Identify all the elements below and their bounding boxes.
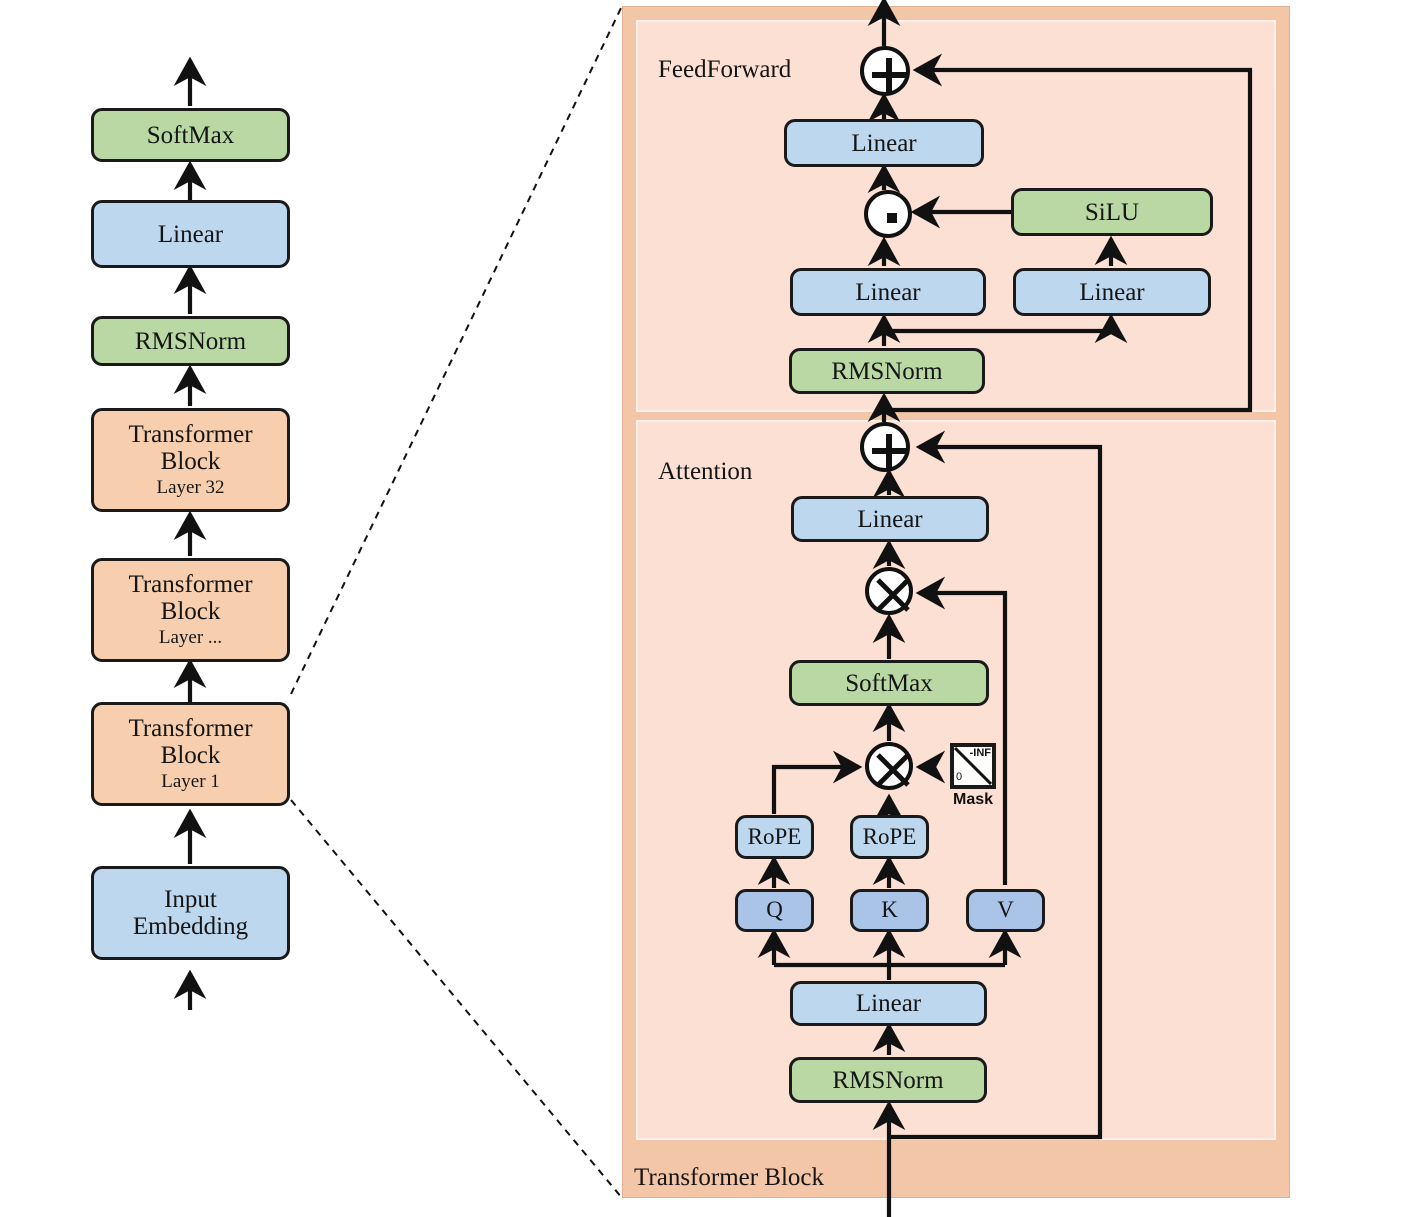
node-label: K [881,897,898,923]
stack-node-softmax[interactable]: SoftMax [91,108,290,162]
attn-matmul-qk-operator [865,742,913,790]
ff-silu[interactable]: SiLU [1011,188,1213,236]
feedforward-section-label: FeedForward [658,56,792,83]
node-sublabel: Layer 32 [156,477,225,499]
attn-add-operator [860,422,910,472]
node-label: Q [766,897,783,923]
stack-node-linear[interactable]: Linear [91,200,290,268]
ff-add-operator [860,46,910,96]
mask-label: Mask [952,791,994,808]
ff-linear-up[interactable]: Linear [1013,268,1211,316]
attn-matmul-av-operator [865,567,913,615]
attn-softmax[interactable]: SoftMax [789,660,989,706]
node-label: SoftMax [146,121,235,149]
attn-rope-q[interactable]: RoPE [735,815,814,859]
ff-linear-gate[interactable]: Linear [790,268,986,316]
stack-node-transformer-block-1[interactable]: Transformer Block Layer 1 [91,702,290,806]
node-label: Linear [855,990,922,1017]
node-sublabel: Layer ... [158,627,223,649]
node-label: RMSNorm [832,1066,944,1094]
node-label: Linear [1079,278,1145,306]
ff-linear-out[interactable]: Linear [784,119,984,167]
node-label: Transformer Block [128,571,253,626]
attention-section-label: Attention [658,458,753,485]
node-label: SiLU [1084,198,1140,226]
node-label: Input Embedding [132,886,249,940]
node-label: Linear [157,220,224,248]
node-label: SoftMax [845,669,933,697]
node-label: Transformer Block [128,715,253,770]
mask-upper-value: -INF [969,747,991,759]
node-label: Linear [851,129,917,157]
node-label: RMSNorm [831,357,943,385]
stack-node-rmsnorm[interactable]: RMSNorm [91,316,290,366]
attn-v[interactable]: V [966,889,1045,932]
node-label: V [997,897,1014,923]
transformer-block-panel-label: Transformer Block [634,1164,825,1191]
attn-q[interactable]: Q [735,889,814,932]
mask-lower-value: 0 [956,771,963,783]
node-label: RoPE [747,823,802,849]
stack-node-transformer-block-dots[interactable]: Transformer Block Layer ... [91,558,290,662]
attn-linear-out[interactable]: Linear [791,496,989,542]
ff-elementwise-product-operator [864,190,912,238]
attn-rope-k[interactable]: RoPE [850,815,929,859]
stack-node-input-embedding[interactable]: Input Embedding [91,866,290,960]
node-label: RoPE [862,823,917,849]
ff-rmsnorm[interactable]: RMSNorm [789,348,985,394]
mask-icon: -INF 0 [950,743,996,789]
node-label: Linear [857,505,923,533]
attn-k[interactable]: K [850,889,929,932]
attn-rmsnorm[interactable]: RMSNorm [789,1057,987,1103]
node-label: Linear [855,278,921,306]
node-label: RMSNorm [134,327,247,355]
node-label: Transformer Block [128,421,253,476]
node-sublabel: Layer 1 [161,771,220,793]
stack-node-transformer-block-32[interactable]: Transformer Block Layer 32 [91,408,290,512]
attn-linear-qkv[interactable]: Linear [790,981,987,1026]
